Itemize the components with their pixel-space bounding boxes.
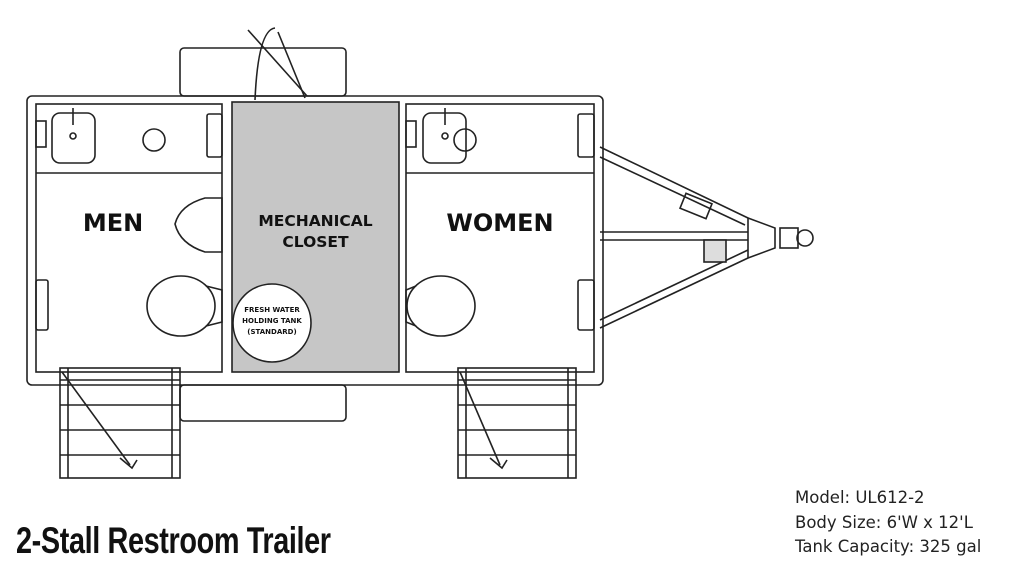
spec-model: Model: UL612-2 [795,488,925,507]
trailer-tongue [599,146,814,329]
mechanical-label-line1: MECHANICAL [258,212,373,230]
tank-label-line1: FRESH WATER [244,306,300,314]
top-step-box [179,47,347,97]
tank-label-line3: (STANDARD) [247,328,297,336]
women-label: WOMEN [446,209,554,237]
steps-left [59,367,181,479]
toilet-icon [146,275,216,337]
steps-right [457,367,577,479]
door-swing [254,27,276,101]
fresh-water-tank [232,283,312,363]
women-room [405,103,595,373]
toilet-icon [406,275,476,337]
bottom-step-box [179,384,347,422]
spec-body-size: Body Size: 6'W x 12'L [795,512,973,532]
spec-tank-capacity: Tank Capacity: 325 gal [795,537,982,556]
men-label: MEN [82,209,144,237]
diagram-title: 2-Stall Restroom Trailer [16,520,331,561]
specs-block: Model: UL612-2 Body Size: 6'W x 12'L Tan… [795,486,981,560]
urinal-icon [174,197,223,253]
men-room [35,103,223,373]
mechanical-label-line2: CLOSET [282,233,349,251]
tank-label-line2: HOLDING TANK [242,317,302,325]
